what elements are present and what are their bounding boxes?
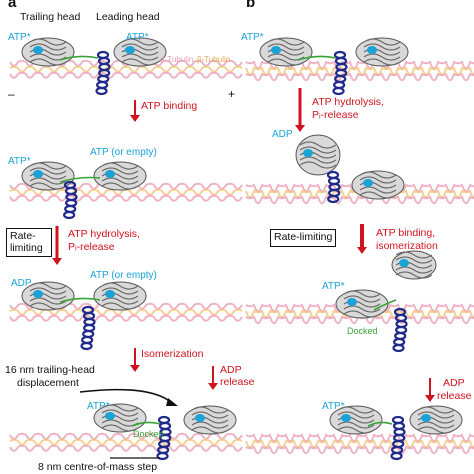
beta-tubulin-label: β-Tubulin xyxy=(197,55,231,64)
com-step-label: 8 nm centre-of-mass step xyxy=(38,461,158,473)
b-state2-detached-nucleotide: ADP xyxy=(272,129,293,140)
b-step3-arrow-head xyxy=(425,395,435,402)
b-s4-neck-coil xyxy=(390,415,406,461)
a-step4-label-line1: ADP xyxy=(220,364,242,376)
b-s4-linker xyxy=(367,421,393,427)
a-s4-leading-head xyxy=(183,405,237,435)
b-s4-trailing-head xyxy=(329,405,383,435)
a-microtubule-4 xyxy=(9,432,243,452)
nucleotide-mark xyxy=(399,259,409,267)
a-step4-label-line2: release xyxy=(220,376,255,388)
nucleotide-mark xyxy=(347,298,357,306)
b-s1-neck-coil xyxy=(332,50,348,96)
a-state3-right-nucleotide: ATP (or empty) xyxy=(90,270,157,281)
b-s3-neck-coil xyxy=(392,307,408,353)
a-step1-label: ATP binding xyxy=(141,100,198,112)
b-s3-leading-head-swinging xyxy=(391,250,437,280)
nucleotide-mark xyxy=(271,46,281,54)
a-state1-right-nucleotide: ATP* xyxy=(126,32,149,43)
a-s3-linker xyxy=(59,297,101,303)
b-step1-label-line1: ATP hydrolysis, xyxy=(312,96,384,108)
nucleotide-mark xyxy=(367,46,377,54)
b-s2-detached-head xyxy=(295,134,341,176)
displacement-label-line2: displacement xyxy=(17,377,79,389)
b-step3-label-line1: ADP xyxy=(443,377,465,389)
a-step2-label-line1: ATP hydrolysis, xyxy=(68,228,140,240)
b-step1-arrow-head xyxy=(295,125,305,132)
b-s1-trailing-head xyxy=(259,37,313,67)
a-s4-linker xyxy=(131,421,161,427)
b-state3-left-nucleotide: ATP* xyxy=(322,281,345,292)
a-step3-arrow-head xyxy=(130,365,140,372)
b-s1-linker xyxy=(297,55,337,61)
b-s1-leading-head xyxy=(355,37,409,67)
a-state2-left-nucleotide: ATP* xyxy=(8,156,31,167)
a-state2-right-nucleotide: ATP (or empty) xyxy=(90,147,157,158)
b-s3-trailing-head xyxy=(335,289,389,319)
minus-end-label: – xyxy=(8,87,15,101)
a-s2-neck-coil xyxy=(63,180,78,220)
nucleotide-mark xyxy=(105,290,115,298)
a-s2-trailing-head xyxy=(21,161,75,191)
b-state4-left-nucleotide: ATP* xyxy=(322,401,345,412)
panel-a-letter: a xyxy=(8,0,17,11)
b-step2-arrow-head xyxy=(357,247,367,254)
leading-head-label: Leading head xyxy=(96,11,160,23)
a-rate-limiting-box: Rate- limiting xyxy=(6,228,52,258)
nucleotide-mark xyxy=(105,412,115,420)
a-state1-left-nucleotide: ATP* xyxy=(8,32,31,43)
a-s2-leading-head xyxy=(93,161,147,191)
a-s1-neck-coil xyxy=(95,50,111,96)
a-s1-linker xyxy=(59,55,99,61)
a-step4-arrow-head xyxy=(208,383,218,390)
b-step1-label-line2: Pᵢ-release xyxy=(312,109,359,121)
alpha-tubulin-label: α-Tubulin xyxy=(160,55,194,64)
b-step2-label-line1: ATP binding, xyxy=(376,227,436,239)
nucleotide-mark xyxy=(363,179,373,187)
displacement-arrow-head xyxy=(166,398,178,406)
b-step3-label-line2: release xyxy=(437,390,472,402)
nucleotide-mark xyxy=(33,290,43,298)
nucleotide-mark xyxy=(33,170,43,178)
a-state4-left-nucleotide: ATP* xyxy=(87,401,110,412)
panel-b-letter: b xyxy=(246,0,256,11)
displacement-arrow xyxy=(79,388,173,404)
nucleotide-mark xyxy=(341,414,351,422)
plus-end-label: + xyxy=(228,87,236,101)
a-s4-neck-coil xyxy=(156,415,172,461)
b-s3-linker xyxy=(373,299,397,311)
a-docked-label: Docked xyxy=(133,429,164,439)
b-s2-neck-coil xyxy=(326,170,341,204)
displacement-label-line1: 16 nm trailing-head xyxy=(5,364,95,376)
a-s3-trailing-head xyxy=(21,281,75,311)
nucleotide-mark xyxy=(303,149,313,157)
a-s3-neck-coil xyxy=(80,305,96,351)
b-rate-limiting-box: Rate-limiting xyxy=(270,229,337,247)
a-step1-arrow-head xyxy=(130,115,140,122)
a-s2-linker xyxy=(59,176,101,183)
a-step2-arrow-head xyxy=(52,258,62,265)
a-s3-leading-head xyxy=(93,281,147,311)
nucleotide-mark xyxy=(125,46,135,54)
b-s2-bound-head xyxy=(351,170,405,200)
b-step2-label-line2: isomerization xyxy=(376,240,438,252)
b-microtubule-4 xyxy=(245,433,474,455)
trailing-head-label: Trailing head xyxy=(20,11,81,23)
nucleotide-mark xyxy=(195,414,205,422)
a-step2-label-line2: Pᵢ-release xyxy=(68,241,115,253)
a-state3-left-nucleotide: ADP xyxy=(11,278,32,289)
b-docked-label: Docked xyxy=(347,326,378,336)
a-step3-label: Isomerization xyxy=(141,348,204,360)
nucleotide-mark xyxy=(105,170,115,178)
a-s1-leading-head xyxy=(113,37,167,67)
nucleotide-mark xyxy=(33,46,43,54)
b-s4-leading-head xyxy=(409,405,463,435)
nucleotide-mark xyxy=(421,414,431,422)
b-state1-left-nucleotide: ATP* xyxy=(241,32,264,43)
